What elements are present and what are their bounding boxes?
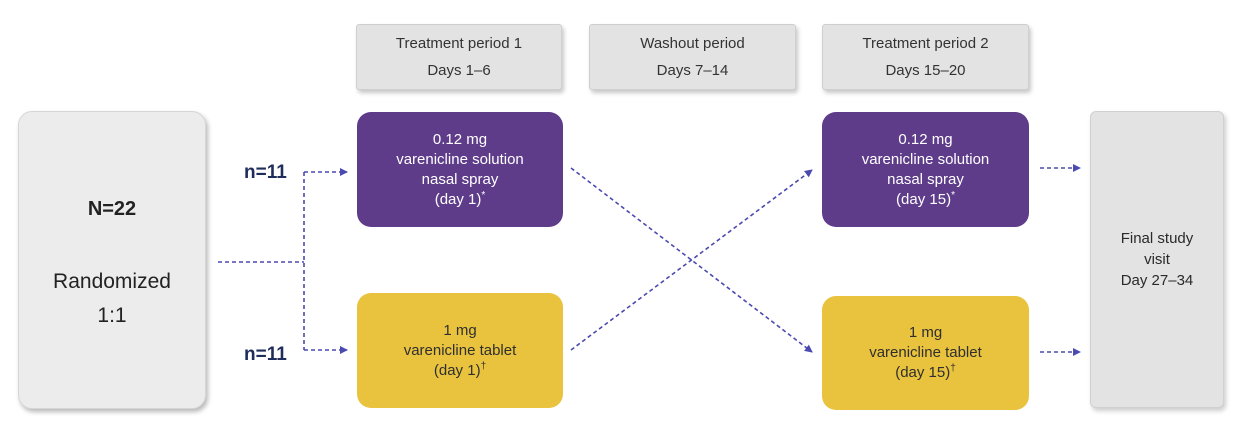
period-title: Treatment period 2 (862, 35, 989, 52)
crossover-arrow-spray-to-tablet (570, 167, 813, 353)
day-line: (day 15)† (895, 363, 956, 382)
final-line-2: visit (1144, 251, 1170, 268)
randomization-box: N=22 Randomized 1:1 (18, 111, 206, 409)
treatment-p2-tablet: 1 mg varenicline tablet (day 15)† (822, 296, 1029, 410)
dose: 1 mg (443, 321, 477, 339)
dose: 0.12 mg (432, 130, 488, 148)
form-line: nasal spray (421, 170, 499, 188)
period-days: Days 1–6 (427, 62, 491, 79)
day-line: (day 1)† (433, 360, 487, 379)
drug-line: varenicline solution (396, 150, 524, 168)
form-line: nasal spray (887, 170, 964, 188)
drug-line: varenicline tablet (403, 341, 517, 359)
final-line-1: Final study (1120, 230, 1194, 247)
footnote-mark: † (480, 360, 487, 372)
period-days: Days 15–20 (885, 62, 966, 79)
footnote-mark: † (950, 363, 956, 374)
dose: 1 mg (908, 324, 943, 341)
period-header-treatment-2: Treatment period 2 Days 15–20 (822, 24, 1029, 90)
randomized-label: Randomized (53, 270, 171, 293)
dose: 0.12 mg (898, 130, 953, 148)
treatment-p1-nasal-spray: 0.12 mg varenicline solution nasal spray… (357, 112, 563, 227)
period-title: Washout period (640, 35, 745, 52)
drug-line: varenicline solution (861, 150, 990, 168)
total-n: N=22 (87, 198, 137, 220)
footnote-mark: * (481, 189, 486, 201)
period-header-treatment-1: Treatment period 1 Days 1–6 (356, 24, 562, 90)
final-study-visit-box: Final study visit Day 27–34 (1090, 111, 1224, 408)
period-title: Treatment period 1 (395, 35, 523, 52)
period-header-washout: Washout period Days 7–14 (589, 24, 796, 90)
randomization-ratio: 1:1 (97, 304, 127, 327)
day-line: (day 15)* (896, 189, 955, 208)
treatment-p2-nasal-spray: 0.12 mg varenicline solution nasal spray… (822, 112, 1029, 227)
crossover-arrow-tablet-to-spray (570, 169, 813, 351)
drug-line: varenicline tablet (869, 344, 982, 361)
treatment-p1-tablet: 1 mg varenicline tablet (day 1)† (357, 293, 563, 408)
final-line-3: Day 27–34 (1120, 272, 1194, 289)
footnote-mark: * (951, 189, 955, 201)
day-line: (day 1)* (434, 189, 486, 208)
group-n-top: n=11 (244, 162, 287, 183)
group-n-bottom: n=11 (244, 344, 287, 365)
period-days: Days 7–14 (656, 62, 729, 79)
